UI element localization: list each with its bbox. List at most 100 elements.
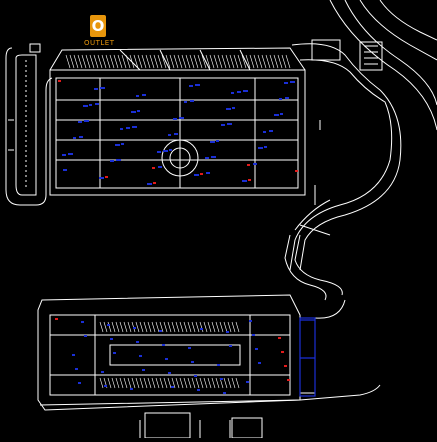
parking-stripe bbox=[225, 54, 231, 69]
parking-stripe bbox=[93, 54, 99, 69]
parking-stripe bbox=[107, 321, 112, 333]
parking-stripe bbox=[179, 377, 184, 389]
parking-stripe bbox=[141, 54, 147, 69]
parking-stripe bbox=[199, 377, 204, 389]
detail-marker bbox=[195, 84, 200, 86]
parking-stripe bbox=[151, 377, 156, 389]
detail-marker bbox=[247, 164, 250, 166]
parking-stripe bbox=[207, 377, 212, 389]
detail-marker bbox=[72, 354, 75, 356]
detail-marker bbox=[121, 143, 124, 145]
parking-stripe bbox=[261, 54, 267, 69]
parking-stripe bbox=[171, 377, 176, 389]
parking-stripe bbox=[111, 377, 116, 389]
detail-marker bbox=[274, 114, 279, 116]
parking-stripe bbox=[285, 54, 291, 69]
parking-stripe bbox=[115, 321, 120, 333]
parking-stripe bbox=[143, 321, 148, 333]
parking-stripe bbox=[215, 321, 220, 333]
detail-marker bbox=[84, 335, 87, 337]
parking-stripe bbox=[103, 321, 108, 333]
parking-stripe bbox=[133, 54, 139, 69]
outlet-logo: O OUTLET bbox=[84, 15, 114, 47]
detail-marker bbox=[249, 320, 252, 322]
detail-marker bbox=[232, 107, 235, 109]
parking-stripe bbox=[205, 54, 211, 69]
detail-marker bbox=[194, 375, 197, 377]
detail-marker bbox=[110, 338, 113, 340]
parking-stripe bbox=[183, 377, 188, 389]
parking-stripe bbox=[73, 54, 79, 69]
detail-marker bbox=[158, 166, 162, 168]
parking-stripe bbox=[253, 54, 259, 69]
detail-marker bbox=[104, 385, 107, 387]
detail-marker bbox=[217, 364, 220, 366]
logo-letter: O bbox=[91, 17, 105, 35]
parking-stripe bbox=[139, 377, 144, 389]
parking-stripe bbox=[191, 321, 196, 333]
detail-marker bbox=[163, 150, 168, 152]
parking-stripe bbox=[155, 321, 160, 333]
detail-marker bbox=[264, 146, 267, 148]
parking-stripe bbox=[249, 54, 255, 69]
parking-stripe bbox=[139, 321, 144, 333]
parking-stripe bbox=[207, 321, 212, 333]
parking-stripe bbox=[223, 321, 228, 333]
parking-stripe bbox=[159, 321, 164, 333]
parking-stripe bbox=[227, 321, 232, 333]
detail-marker bbox=[216, 140, 219, 142]
detail-marker bbox=[137, 110, 140, 112]
parking-stripe bbox=[127, 321, 132, 333]
detail-marker bbox=[139, 355, 142, 357]
parking-stripe bbox=[131, 377, 136, 389]
parking-stripe bbox=[105, 54, 111, 69]
parking-stripe bbox=[201, 54, 207, 69]
detail-marker bbox=[252, 334, 255, 336]
parking-stripe bbox=[219, 321, 224, 333]
parking-stripe bbox=[119, 321, 124, 333]
parking-stripe bbox=[163, 321, 168, 333]
detail-marker bbox=[169, 149, 172, 151]
detail-marker bbox=[179, 117, 184, 119]
parking-stripe bbox=[117, 54, 123, 69]
parking-stripe bbox=[273, 54, 279, 69]
parking-stripe bbox=[97, 54, 103, 69]
logo-text: OUTLET bbox=[84, 39, 115, 47]
parking-stripe bbox=[171, 321, 176, 333]
parking-stripe bbox=[229, 54, 235, 69]
detail-marker bbox=[79, 136, 83, 138]
detail-marker bbox=[243, 90, 248, 92]
parking-stripe bbox=[231, 321, 236, 333]
parking-stripe bbox=[187, 377, 192, 389]
parking-stripe bbox=[237, 54, 243, 69]
lower-detail-markers bbox=[55, 318, 290, 394]
parking-stripe bbox=[241, 54, 247, 69]
detail-marker bbox=[95, 103, 99, 105]
detail-marker bbox=[269, 130, 273, 132]
parking-stripe bbox=[147, 321, 152, 333]
parking-stripe bbox=[99, 321, 104, 333]
parking-stripe bbox=[245, 54, 251, 69]
upper-detail-markers bbox=[58, 80, 298, 185]
detail-marker bbox=[285, 97, 289, 99]
detail-marker bbox=[131, 111, 136, 113]
parking-stripe bbox=[231, 377, 236, 389]
parking-stripe bbox=[107, 377, 112, 389]
detail-marker bbox=[78, 121, 82, 123]
detail-marker bbox=[220, 378, 223, 380]
parking-stripe bbox=[257, 54, 263, 69]
detail-marker bbox=[105, 176, 108, 178]
parking-stripe bbox=[269, 54, 275, 69]
detail-marker bbox=[78, 382, 81, 384]
parking-stripe bbox=[65, 54, 71, 69]
detail-marker bbox=[189, 85, 193, 87]
parking-stripe bbox=[165, 54, 171, 69]
detail-marker bbox=[136, 341, 139, 343]
parking-stripe bbox=[155, 377, 160, 389]
parking-stripe bbox=[115, 377, 120, 389]
detail-marker bbox=[281, 351, 284, 353]
parking-stripe bbox=[221, 54, 227, 69]
detail-marker bbox=[83, 105, 88, 107]
